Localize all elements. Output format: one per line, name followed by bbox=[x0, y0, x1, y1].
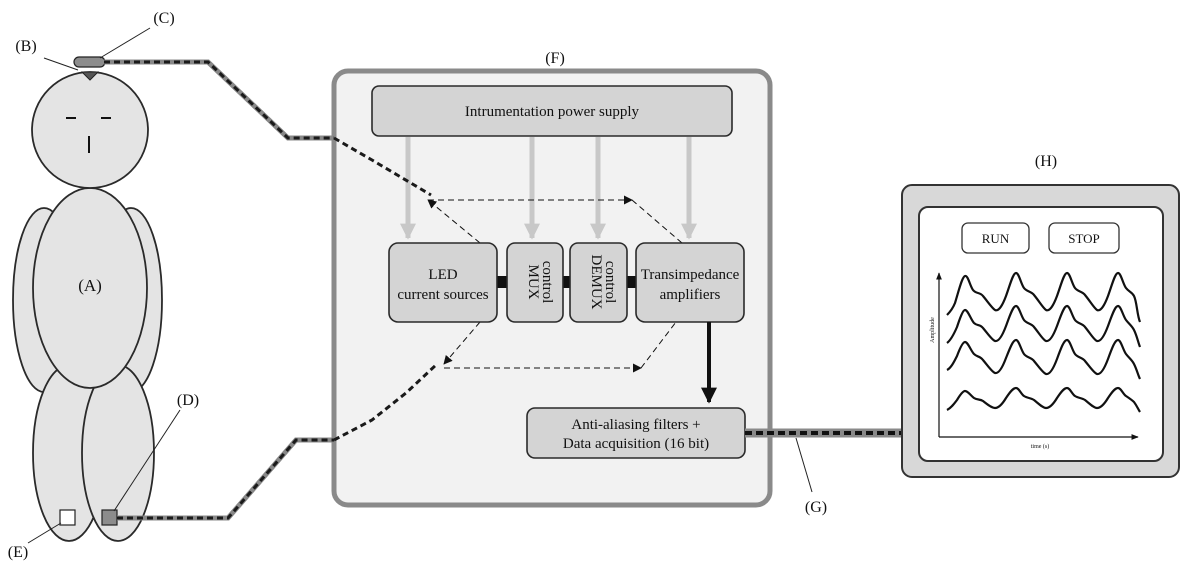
head-sensor-b bbox=[80, 71, 100, 81]
label-e: (E) bbox=[8, 544, 28, 561]
cable-to-head bbox=[104, 59, 432, 197]
mux-label-line1: MUX bbox=[525, 264, 541, 299]
label-b: (B) bbox=[15, 38, 36, 55]
probe-c bbox=[73, 56, 106, 68]
power-arrows bbox=[399, 137, 698, 240]
transimpedance-amplifiers-box bbox=[635, 242, 745, 323]
subject-figure bbox=[12, 56, 163, 542]
x-axis-label: time (s) bbox=[1031, 443, 1050, 450]
tia-label-line2: amplifiers bbox=[660, 287, 721, 303]
daq-label-line1: Anti-aliasing filters + bbox=[571, 417, 700, 433]
leader-d bbox=[113, 409, 181, 512]
leader-b bbox=[43, 57, 79, 71]
label-g: (G) bbox=[805, 499, 827, 516]
demux-label-line2: control bbox=[602, 261, 618, 304]
mux-control-box bbox=[506, 242, 564, 323]
label-a: (A) bbox=[78, 276, 102, 295]
connector-1 bbox=[497, 276, 507, 288]
power-supply-label: Intrumentation power supply bbox=[465, 104, 640, 120]
foot-sensor-e bbox=[59, 509, 76, 526]
connector-2 bbox=[563, 276, 570, 288]
mux-label-line2: control bbox=[539, 261, 555, 304]
right-leg bbox=[81, 364, 155, 542]
power-supply-box bbox=[371, 85, 733, 137]
dashed-upper-right bbox=[631, 199, 683, 244]
demux-control-box bbox=[569, 242, 628, 323]
foot-sensor-d bbox=[101, 509, 118, 526]
run-button[interactable] bbox=[961, 222, 1030, 254]
waveforms bbox=[946, 271, 1142, 413]
label-h: (H) bbox=[1035, 153, 1057, 170]
label-f: (F) bbox=[545, 50, 565, 67]
led-current-sources-box bbox=[388, 242, 498, 323]
led-label-line1: LED bbox=[428, 267, 457, 283]
led-label-line2: current sources bbox=[397, 287, 488, 303]
run-button-label: RUN bbox=[982, 231, 1010, 246]
waveform-1 bbox=[946, 271, 1142, 323]
label-d: (D) bbox=[177, 392, 199, 409]
connector-3 bbox=[627, 276, 636, 288]
waveform-4 bbox=[946, 386, 1141, 413]
tia-label-line1: Transimpedance bbox=[641, 267, 740, 283]
stop-button[interactable] bbox=[1048, 222, 1120, 254]
y-axis-label: Amplitude bbox=[930, 317, 936, 343]
head bbox=[31, 71, 149, 189]
cable-to-foot bbox=[117, 362, 439, 521]
daq-label-line2: Data acquisition (16 bit) bbox=[563, 436, 709, 452]
dashed-arrow-upper-left bbox=[427, 199, 481, 244]
dashed-signal-paths bbox=[427, 195, 683, 373]
waveform-3 bbox=[946, 338, 1141, 380]
leader-g bbox=[795, 437, 813, 493]
leader-c bbox=[99, 27, 151, 59]
demux-label-line1: DEMUX bbox=[588, 255, 604, 310]
label-c: (C) bbox=[153, 10, 174, 27]
leader-e bbox=[27, 522, 62, 544]
waveform-2 bbox=[946, 304, 1142, 348]
monitor-screen bbox=[918, 206, 1164, 462]
stop-button-label: STOP bbox=[1068, 231, 1100, 246]
